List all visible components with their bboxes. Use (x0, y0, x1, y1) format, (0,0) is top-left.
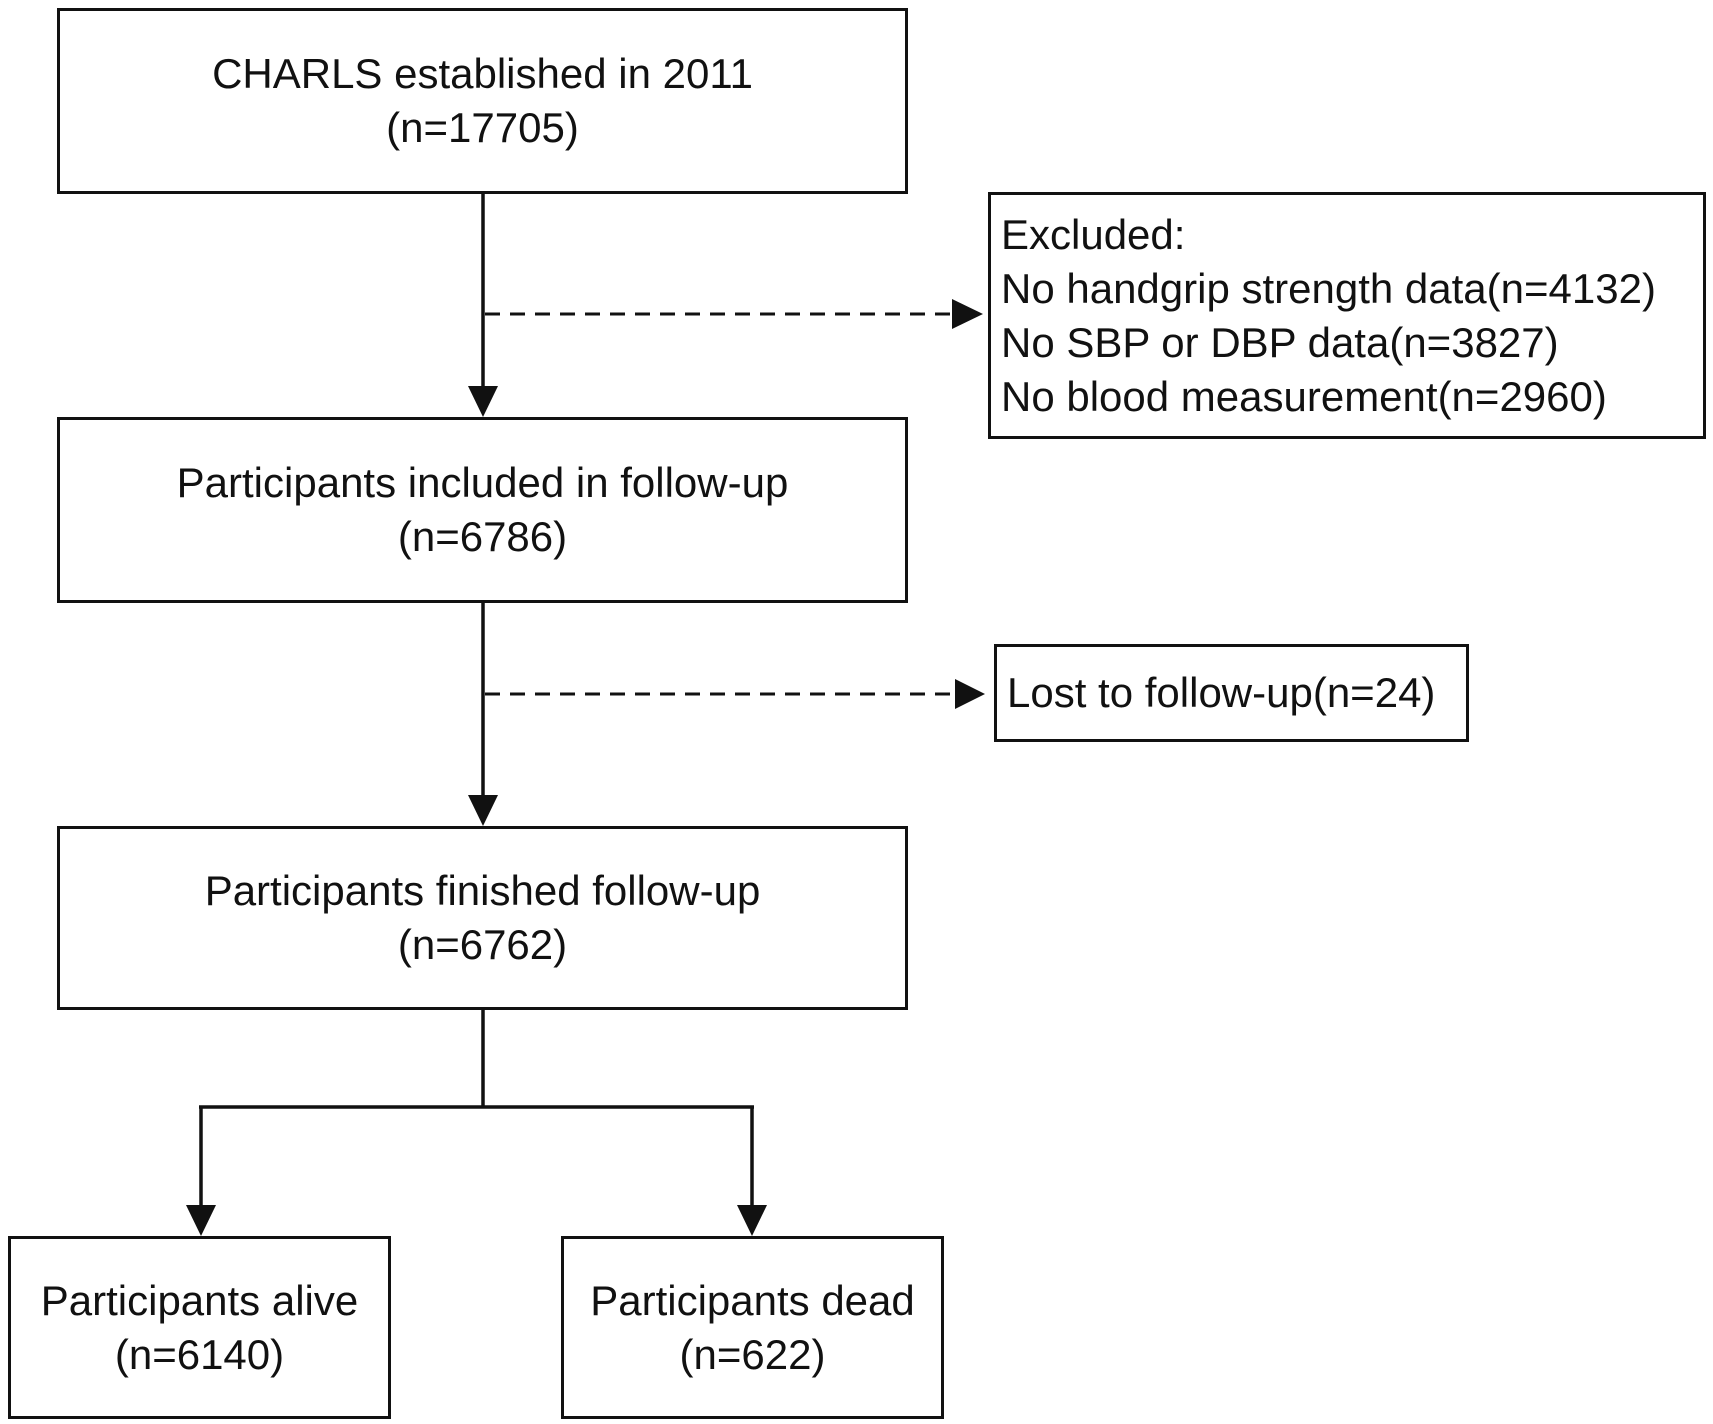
lost-title: Lost to follow-up(n=24) (1007, 669, 1436, 716)
box-excluded: Excluded: No handgrip strength data(n=41… (988, 192, 1706, 439)
dead-title: Participants dead (590, 1276, 915, 1324)
dead-count: (n=622) (679, 1330, 826, 1378)
arrowhead-lost (955, 679, 985, 709)
included-title: Participants included in follow-up (176, 459, 789, 506)
arrowhead-included (468, 386, 498, 417)
box-participants-dead: Participants dead (n=622) (561, 1236, 944, 1419)
excluded-reason-blood-measurement: No blood measurement(n=2960) (1001, 372, 1607, 420)
charls-count: (n=17705) (386, 104, 579, 151)
box-participants-alive: Participants alive (n=6140) (8, 1236, 391, 1419)
box-lost-to-follow-up: Lost to follow-up(n=24) (994, 644, 1469, 742)
charls-title: CHARLS established in 2011 (212, 50, 753, 97)
box-charls-established: CHARLS established in 2011 (n=17705) (57, 8, 908, 194)
box-participants-finished: Participants finished follow-up (n=6762) (57, 826, 908, 1010)
included-count: (n=6786) (397, 513, 568, 560)
arrowhead-dead (737, 1205, 767, 1236)
arrowhead-excluded (952, 299, 983, 329)
edge-charls-to-included (468, 192, 498, 417)
edge-finished-to-outcomes (186, 1008, 767, 1236)
arrowhead-finished (468, 795, 498, 826)
excluded-reason-blood-pressure: No SBP or DBP data(n=3827) (1001, 318, 1559, 366)
box-participants-included: Participants included in follow-up (n=67… (57, 417, 908, 603)
finished-title: Participants finished follow-up (204, 867, 761, 914)
edge-to-excluded (485, 299, 983, 329)
excluded-heading: Excluded: (1001, 210, 1186, 258)
edge-to-lost (485, 679, 985, 709)
alive-count: (n=6140) (114, 1330, 285, 1378)
finished-count: (n=6762) (397, 921, 568, 968)
excluded-reason-handgrip: No handgrip strength data(n=4132) (1001, 264, 1656, 312)
alive-title: Participants alive (40, 1276, 359, 1324)
edge-included-to-finished (468, 601, 498, 826)
arrowhead-alive (186, 1205, 216, 1236)
